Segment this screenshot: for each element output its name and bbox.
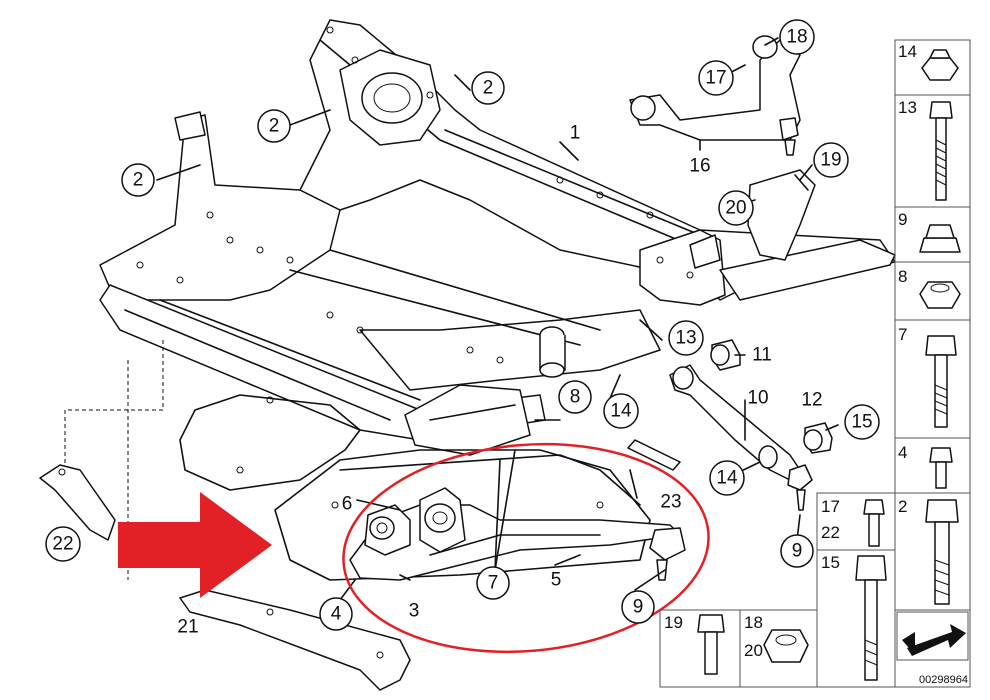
bracket-20 [747, 169, 816, 261]
svg-text:14: 14 [898, 42, 917, 61]
callout-17: 17 [698, 60, 734, 96]
callout-20: 20 [718, 190, 754, 226]
svg-text:2: 2 [133, 170, 144, 191]
svg-text:4: 4 [331, 604, 342, 625]
svg-text:2: 2 [483, 78, 494, 99]
bushing-11 [710, 339, 741, 371]
callout-18: 18 [779, 19, 815, 55]
svg-text:16: 16 [689, 156, 710, 177]
bushing-12 [803, 422, 833, 454]
svg-text:8: 8 [570, 387, 581, 408]
svg-text:13: 13 [898, 98, 917, 117]
callout-14: 14 [603, 393, 639, 429]
reference-number: 00298964 [919, 674, 968, 686]
svg-text:22: 22 [821, 523, 840, 542]
svg-text:2: 2 [269, 116, 280, 137]
highlight-ellipse [342, 442, 710, 654]
svg-text:20: 20 [725, 198, 746, 219]
callout-2: 2 [471, 71, 505, 105]
svg-text:23: 23 [660, 492, 681, 513]
upper-control-arm [629, 35, 801, 156]
bolt-7 [925, 335, 957, 428]
svg-text:7: 7 [898, 325, 907, 344]
svg-text:19: 19 [664, 613, 683, 632]
bolt-17-22 [863, 499, 885, 547]
svg-text:8: 8 [898, 267, 907, 286]
callout-7: 7 [476, 566, 510, 600]
front-subframe [99, 19, 896, 456]
callout-9: 9 [780, 534, 814, 568]
svg-text:3: 3 [409, 601, 420, 622]
shield-strip-22 [39, 464, 116, 541]
svg-text:14: 14 [716, 468, 738, 489]
bolt-19 [697, 614, 725, 675]
svg-text:15: 15 [821, 553, 840, 572]
nut-8 [919, 281, 961, 309]
lower-control-arm [349, 487, 686, 581]
svg-text:9: 9 [898, 210, 907, 229]
callout-2: 2 [121, 163, 155, 197]
svg-text:6: 6 [342, 494, 353, 515]
tension-strut [669, 364, 813, 511]
svg-text:22: 22 [52, 534, 73, 555]
svg-text:17: 17 [705, 68, 726, 89]
svg-text:18: 18 [744, 613, 763, 632]
callout-22: 22 [45, 526, 81, 562]
svg-text:1: 1 [570, 123, 581, 144]
strip-23 [627, 439, 681, 471]
svg-text:21: 21 [177, 617, 198, 638]
callout-2: 2 [257, 109, 291, 143]
nut-18-20 [763, 629, 809, 663]
callout-13: 13 [668, 320, 704, 356]
svg-text:13: 13 [675, 328, 696, 349]
svg-text:9: 9 [633, 597, 644, 618]
parts-table: 14 13 9 8 7 4 2 17 22 15 19 18 20 [659, 39, 971, 688]
arrow-right-icon [118, 492, 272, 598]
callouts: 2 2 2 4 7 8 9 9 [45, 19, 880, 631]
bolt-15 [855, 555, 887, 681]
svg-text:9: 9 [792, 541, 803, 562]
svg-text:14: 14 [610, 401, 632, 422]
svg-text:15: 15 [851, 412, 872, 433]
plain-labels: 1 3 5 6 7 10 11 12 16 21 23 [177, 123, 822, 638]
svg-text:2: 2 [898, 497, 907, 516]
bolt-2 [925, 499, 959, 605]
callout-19: 19 [813, 142, 849, 178]
svg-text:11: 11 [752, 345, 772, 366]
callout-4: 4 [319, 597, 353, 631]
svg-text:7: 7 [488, 573, 499, 594]
svg-text:5: 5 [551, 570, 562, 591]
svg-text:4: 4 [898, 443, 907, 462]
nut-9 [919, 224, 961, 253]
nut-14 [921, 49, 959, 81]
svg-text:17: 17 [821, 497, 840, 516]
svg-text:10: 10 [747, 388, 768, 409]
underbody-shield [179, 394, 651, 581]
bolt-4 [929, 447, 953, 489]
svg-text:19: 19 [820, 150, 841, 171]
callout-9: 9 [621, 590, 655, 624]
bolt-13 [929, 101, 953, 201]
direction-arrow-icon [896, 611, 969, 661]
shield-strip-21 [179, 589, 411, 691]
callout-15: 15 [844, 404, 880, 440]
svg-text:20: 20 [744, 641, 763, 660]
callout-14: 14 [709, 460, 745, 496]
svg-text:12: 12 [801, 390, 822, 411]
callout-8: 8 [558, 380, 592, 414]
svg-text:18: 18 [786, 27, 807, 48]
